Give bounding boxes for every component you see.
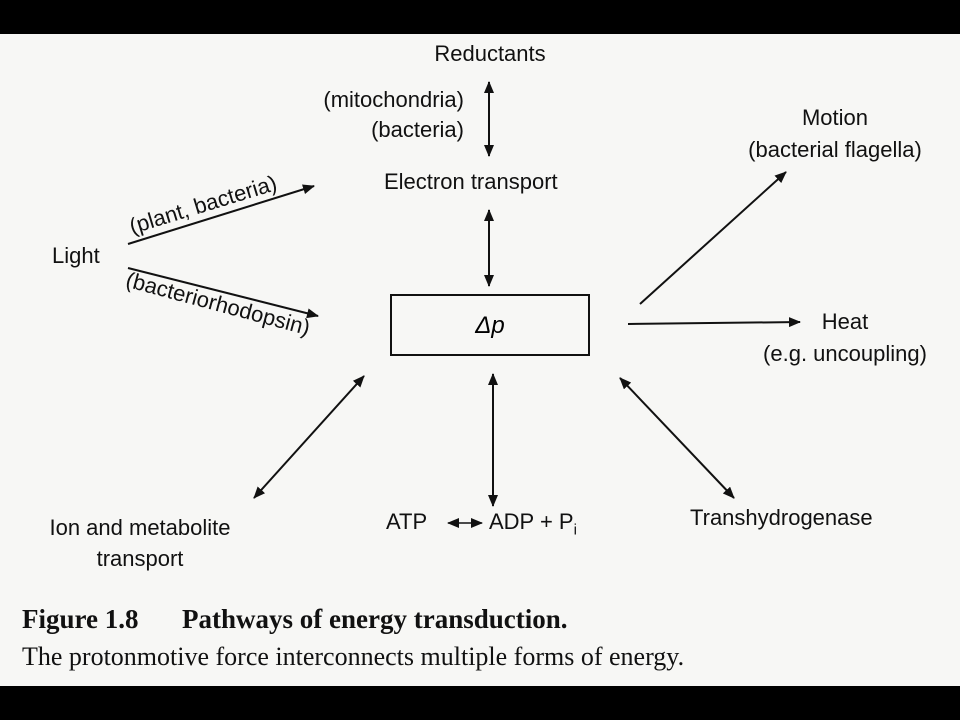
figure-caption: The protonmotive force interconnects mul…: [22, 642, 685, 671]
arrow-deltap-transhydrogenase: [619, 377, 735, 499]
label-motion-note: (bacterial flagella): [748, 137, 922, 162]
label-reductants-note-bacteria: (bacteria): [371, 117, 464, 142]
label-reductants-note-mitochondria: (mitochondria): [323, 87, 464, 112]
arrow-deltap-ion: [253, 375, 365, 499]
arrow-light-upper: [127, 184, 315, 245]
label-motion: Motion: [801, 105, 869, 130]
label-atp: ATP: [386, 509, 428, 534]
arrow-deltap-motion: [639, 171, 787, 305]
label-delta-p: Δp: [475, 312, 505, 339]
arrow-light-lower: [127, 267, 319, 319]
label-heat: Heat: [821, 309, 869, 334]
label-ion-metabolite: Ion and metabolite: [49, 515, 231, 540]
label-heat-note: (e.g. uncoupling): [763, 341, 927, 366]
label-reductants: Reductants: [434, 41, 546, 66]
label-light: Light: [52, 243, 100, 268]
figure-title: Pathways of energy transduction.: [182, 604, 568, 634]
label-adp-pi: ADP + Pi: [489, 509, 577, 539]
figure-number: Figure 1.8: [22, 604, 139, 634]
label-transport: transport: [96, 546, 184, 571]
arrow-deltap-heat: [627, 317, 801, 328]
label-electron-transport: Electron transport: [384, 169, 558, 194]
label-transhydrogenase: Transhydrogenase: [690, 505, 873, 530]
delta-p-box: Δp: [390, 294, 590, 356]
figure-paper: [0, 34, 960, 686]
